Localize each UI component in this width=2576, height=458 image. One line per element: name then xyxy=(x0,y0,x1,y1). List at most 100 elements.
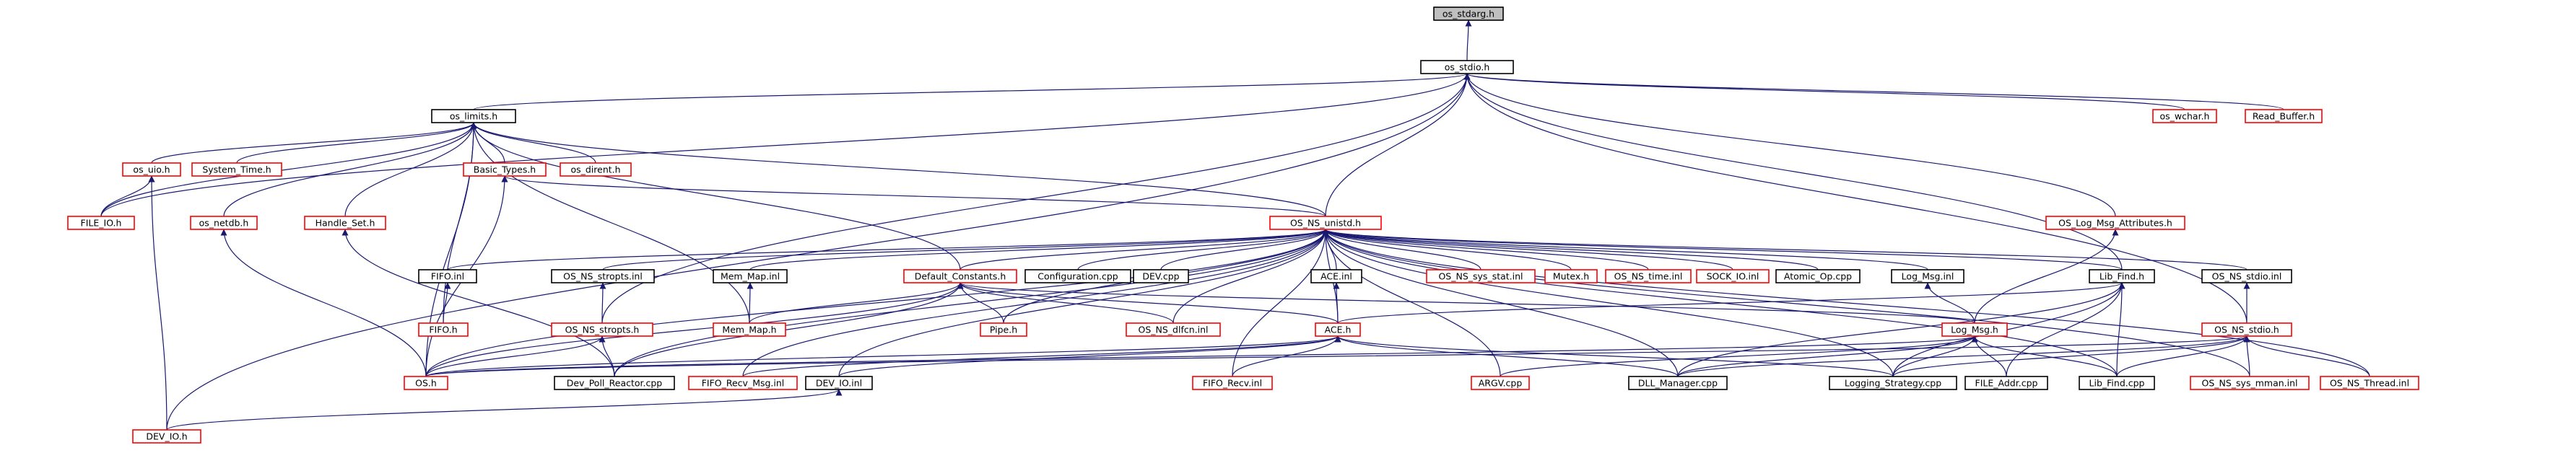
node-fifo-recv-inl[interactable]: FIFO_Recv.inl xyxy=(1192,376,1273,390)
node-os-ns-sys-mman-inl[interactable]: OS_NS_sys_mman.inl xyxy=(2190,376,2310,390)
node-box[interactable] xyxy=(903,269,1017,283)
node-box[interactable] xyxy=(551,322,653,337)
node-os-ns-stropts-h[interactable]: OS_NS_stropts.h xyxy=(551,322,653,337)
node-sock-io-inl[interactable]: SOCK_IO.inl xyxy=(1696,269,1770,283)
node-dev-io-inl[interactable]: DEV_IO.inl xyxy=(805,376,873,390)
node-box[interactable] xyxy=(554,376,675,390)
node-box[interactable] xyxy=(1133,269,1189,283)
node-box[interactable] xyxy=(1269,216,1382,230)
node-lib-find-h[interactable]: Lib_Find.h xyxy=(2089,269,2155,283)
node-mem-map-h[interactable]: Mem_Map.h xyxy=(713,322,786,337)
node-os-ns-stropts-inl[interactable]: OS_NS_stropts.inl xyxy=(551,269,655,283)
node-os-ns-unistd-h[interactable]: OS_NS_unistd.h xyxy=(1269,216,1382,230)
node-pipe-h[interactable]: Pipe.h xyxy=(980,322,1027,337)
node-box[interactable] xyxy=(1628,376,1728,390)
node-box[interactable] xyxy=(1941,322,2008,337)
node-ace-h[interactable]: ACE.h xyxy=(1315,322,1361,337)
node-box[interactable] xyxy=(551,269,655,283)
node-mutex-h[interactable]: Mutex.h xyxy=(1544,269,1598,283)
node-os-netdb-h[interactable]: os_netdb.h xyxy=(190,216,258,230)
node-box[interactable] xyxy=(132,429,201,444)
node-box[interactable] xyxy=(1775,269,1861,283)
node-box[interactable] xyxy=(418,269,477,283)
node-box[interactable] xyxy=(2245,109,2323,123)
node-os-ns-dlfcn-inl[interactable]: OS_NS_dlfcn.inl xyxy=(1126,322,1221,337)
node-lib-find-cpp[interactable]: Lib_Find.cpp xyxy=(2079,376,2155,390)
node-box[interactable] xyxy=(463,162,547,177)
node-box[interactable] xyxy=(2201,322,2292,337)
node-box[interactable] xyxy=(122,162,181,177)
node-box[interactable] xyxy=(2152,109,2217,123)
node-os-ns-time-inl[interactable]: OS_NS_time.inl xyxy=(1605,269,1692,283)
node-box[interactable] xyxy=(2320,376,2419,390)
node-dev-poll-reactor-cpp[interactable]: Dev_Poll_Reactor.cpp xyxy=(554,376,675,390)
node-os-h[interactable]: OS.h xyxy=(404,376,448,390)
node-dev-io-h[interactable]: DEV_IO.h xyxy=(132,429,201,444)
node-fifo-inl[interactable]: FIFO.inl xyxy=(418,269,477,283)
node-box[interactable] xyxy=(191,162,282,177)
node-box[interactable] xyxy=(2201,269,2292,283)
node-os-wchar-h[interactable]: os_wchar.h xyxy=(2152,109,2217,123)
node-box[interactable] xyxy=(980,322,1027,337)
node-box[interactable] xyxy=(688,376,798,390)
node-box[interactable] xyxy=(560,162,632,177)
node-box[interactable] xyxy=(2089,269,2155,283)
node-fifo-recv-msg-inl[interactable]: FIFO_Recv_Msg.inl xyxy=(688,376,798,390)
node-box[interactable] xyxy=(67,216,135,230)
node-box[interactable] xyxy=(1315,322,1361,337)
node-box[interactable] xyxy=(190,216,258,230)
node-box[interactable] xyxy=(1420,60,1514,74)
node-box[interactable] xyxy=(1433,6,1504,21)
node-box[interactable] xyxy=(2079,376,2155,390)
node-box[interactable] xyxy=(1829,376,1957,390)
node-box[interactable] xyxy=(1126,322,1221,337)
node-box[interactable] xyxy=(805,376,873,390)
node-os-uio-h[interactable]: os_uio.h xyxy=(122,162,181,177)
node-box[interactable] xyxy=(404,376,448,390)
node-atomic-op-cpp[interactable]: Atomic_Op.cpp xyxy=(1775,269,1861,283)
node-box[interactable] xyxy=(2190,376,2310,390)
node-dev-cpp[interactable]: DEV.cpp xyxy=(1133,269,1189,283)
node-box[interactable] xyxy=(304,216,386,230)
node-box[interactable] xyxy=(431,109,516,123)
node-mem-map-inl[interactable]: Mem_Map.inl xyxy=(713,269,788,283)
node-os-ns-stdio-inl[interactable]: OS_NS_stdio.inl xyxy=(2201,269,2292,283)
node-box[interactable] xyxy=(2045,216,2185,230)
node-log-msg-h[interactable]: Log_Msg.h xyxy=(1941,322,2008,337)
node-file-addr-cpp[interactable]: FILE_Addr.cpp xyxy=(1964,376,2048,390)
node-system-time-h[interactable]: System_Time.h xyxy=(191,162,282,177)
node-basic-types-h[interactable]: Basic_Types.h xyxy=(463,162,547,177)
node-box[interactable] xyxy=(713,269,788,283)
node-box[interactable] xyxy=(1696,269,1770,283)
node-box[interactable] xyxy=(1024,269,1131,283)
node-os-ns-sys-stat-inl[interactable]: OS_NS_sys_stat.inl xyxy=(1426,269,1536,283)
node-file-io-h[interactable]: FILE_IO.h xyxy=(67,216,135,230)
node-box[interactable] xyxy=(418,322,469,337)
node-box[interactable] xyxy=(1192,376,1273,390)
node-logging-strategy-cpp[interactable]: Logging_Strategy.cpp xyxy=(1829,376,1957,390)
node-read-buffer-h[interactable]: Read_Buffer.h xyxy=(2245,109,2323,123)
node-dll-manager-cpp[interactable]: DLL_Manager.cpp xyxy=(1628,376,1728,390)
node-os-ns-stdio-h[interactable]: OS_NS_stdio.h xyxy=(2201,322,2292,337)
node-os-log-msg-attributes-h[interactable]: OS_Log_Msg_Attributes.h xyxy=(2045,216,2185,230)
node-box[interactable] xyxy=(1471,376,1530,390)
node-box[interactable] xyxy=(1426,269,1536,283)
node-box[interactable] xyxy=(1544,269,1598,283)
node-box[interactable] xyxy=(1891,269,1964,283)
node-box[interactable] xyxy=(1310,269,1362,283)
node-handle-set-h[interactable]: Handle_Set.h xyxy=(304,216,386,230)
node-box[interactable] xyxy=(1964,376,2048,390)
node-os-ns-thread-inl[interactable]: OS_NS_Thread.inl xyxy=(2320,376,2419,390)
node-os-limits-h[interactable]: os_limits.h xyxy=(431,109,516,123)
node-os-stdarg-h[interactable]: os_stdarg.h xyxy=(1433,6,1504,21)
node-os-stdio-h[interactable]: os_stdio.h xyxy=(1420,60,1514,74)
node-os-dirent-h[interactable]: os_dirent.h xyxy=(560,162,632,177)
node-box[interactable] xyxy=(1605,269,1692,283)
node-ace-inl[interactable]: ACE.inl xyxy=(1310,269,1362,283)
node-box[interactable] xyxy=(713,322,786,337)
node-argv-cpp[interactable]: ARGV.cpp xyxy=(1471,376,1530,390)
node-default-constants-h[interactable]: Default_Constants.h xyxy=(903,269,1017,283)
node-log-msg-inl[interactable]: Log_Msg.inl xyxy=(1891,269,1964,283)
node-fifo-h[interactable]: FIFO.h xyxy=(418,322,469,337)
node-configuration-cpp[interactable]: Configuration.cpp xyxy=(1024,269,1131,283)
